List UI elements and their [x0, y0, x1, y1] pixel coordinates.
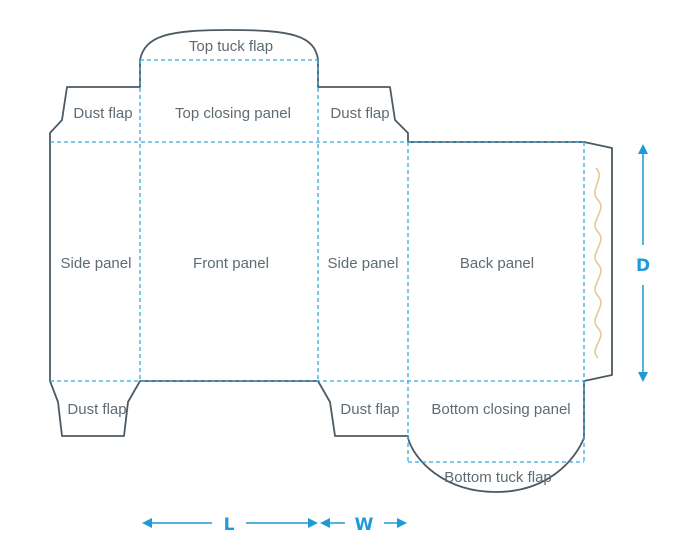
label-dust-flap-top-right: Dust flap [330, 105, 389, 122]
glue-zigzag [594, 167, 602, 359]
label-dust-flap-bottom-left: Dust flap [67, 401, 126, 418]
label-dust-flap-top-left: Dust flap [73, 105, 132, 122]
label-bottom-closing-panel: Bottom closing panel [431, 401, 570, 418]
dimension-w-label: W [355, 515, 374, 535]
dimension-l-label: L [224, 515, 235, 535]
label-bottom-tuck-flap: Bottom tuck flap [444, 469, 552, 486]
dimension-d-arrowhead-up [638, 144, 648, 154]
label-side-panel-right: Side panel [328, 255, 399, 272]
dimension-w-arrowhead-left [320, 518, 330, 528]
dimension-l-arrowhead-left [142, 518, 152, 528]
dimension-w-arrowhead-right [397, 518, 407, 528]
dimension-d-label: D [636, 256, 650, 276]
dimension-d-arrowhead-down [638, 372, 648, 382]
label-top-tuck-flap: Top tuck flap [189, 38, 273, 55]
label-front-panel: Front panel [193, 255, 269, 272]
label-side-panel-left: Side panel [61, 255, 132, 272]
label-top-closing-panel: Top closing panel [175, 105, 291, 122]
label-back-panel: Back panel [460, 255, 534, 272]
dimension-l-arrowhead-right [308, 518, 318, 528]
label-dust-flap-bottom-right: Dust flap [340, 401, 399, 418]
cut-outline [49, 29, 613, 493]
